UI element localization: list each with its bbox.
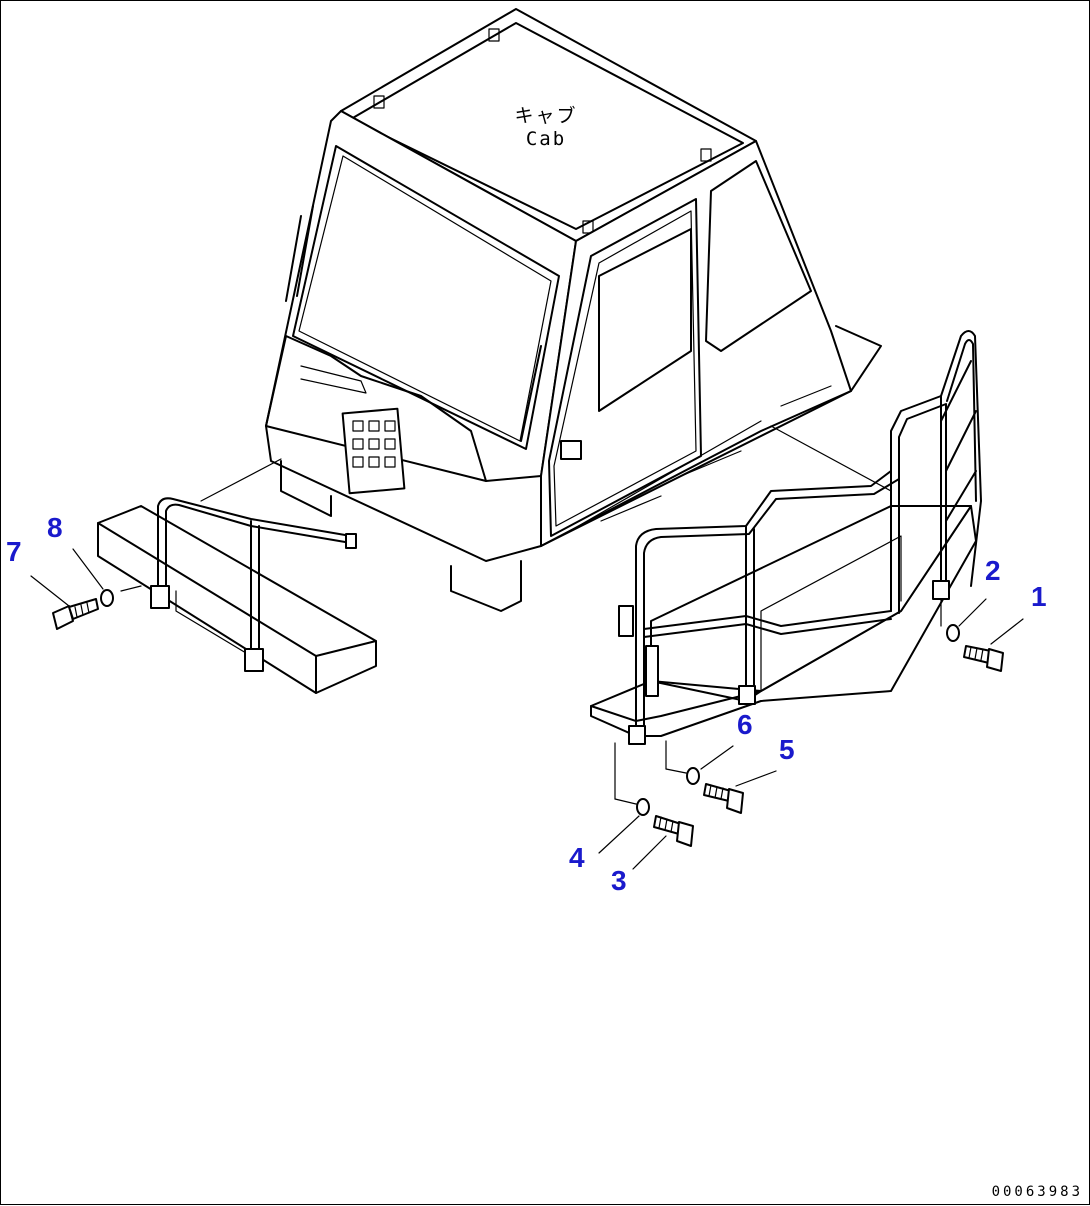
bolt-3 [653, 815, 694, 847]
callout-5: 5 [779, 734, 795, 765]
cab-label-japanese: キャブ [514, 105, 578, 127]
bolt-7 [52, 598, 99, 630]
callout-6: 6 [737, 709, 753, 740]
left-step-assembly [97, 458, 377, 694]
callout-8: 8 [47, 512, 63, 543]
bolt-5 [703, 783, 744, 814]
washer-6 [686, 767, 700, 785]
cab-assembly [265, 8, 882, 612]
left-step-platform [97, 505, 377, 694]
cab-label-english: Cab [525, 127, 567, 150]
callout-1: 1 [1031, 581, 1047, 612]
callout-3: 3 [611, 865, 627, 896]
callout-7: 7 [6, 536, 22, 567]
washer-2 [946, 624, 960, 642]
bolt-1 [963, 645, 1004, 672]
callout-2: 2 [985, 555, 1001, 586]
washer-4 [636, 798, 650, 816]
washer-8 [100, 589, 114, 607]
callout-4: 4 [569, 842, 585, 873]
drawing-id: 00063983 [991, 1184, 1083, 1200]
cab-label: キャブ Cab [506, 105, 586, 151]
